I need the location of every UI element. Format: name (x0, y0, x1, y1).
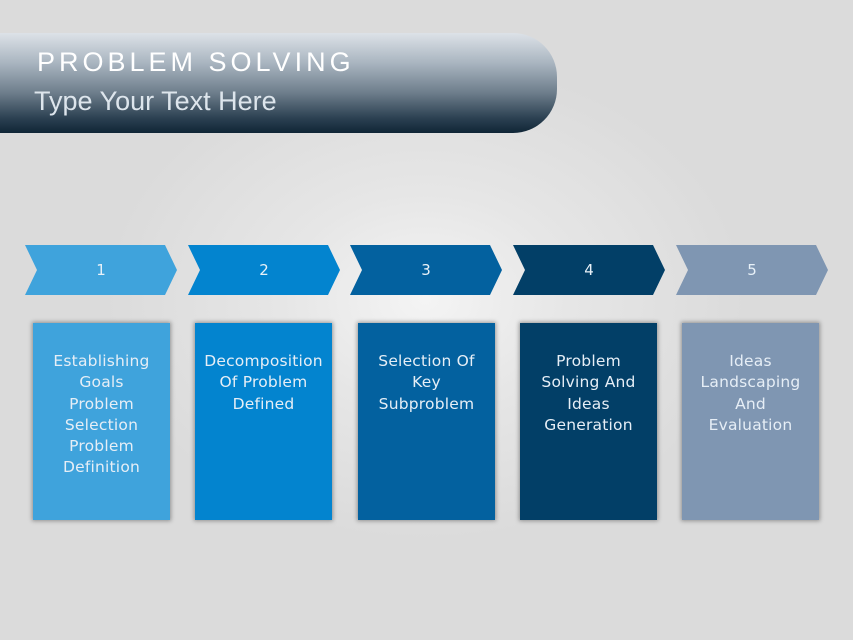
step-5-chevron: 5 (676, 245, 828, 295)
card-text-line: Establishing (53, 352, 150, 370)
card-text-line: Ideas (567, 394, 610, 413)
card-text-line: Key (412, 373, 441, 392)
step-2-chevron: 2 (188, 245, 340, 295)
card-text-line: Ideas (729, 352, 772, 370)
card-text-line: Solving And (541, 373, 636, 392)
step-number: 5 (747, 261, 757, 279)
card-text-line: Problem (69, 394, 134, 413)
title-banner (0, 33, 557, 133)
step-4-chevron: 4 (513, 245, 665, 295)
step-1-chevron: 1 (25, 245, 177, 295)
card-text-line: Generation (544, 415, 633, 434)
card-text-line: Decomposition (204, 352, 323, 370)
card-text-line: Of Problem (219, 373, 308, 392)
step-number: 2 (259, 261, 269, 279)
card-text-line: Landscaping (700, 373, 801, 392)
card-text-line: Evaluation (708, 415, 793, 434)
card-text-line: Selection (64, 415, 139, 434)
step-3-chevron: 3 (350, 245, 502, 295)
step-number: 3 (421, 261, 431, 279)
card-text-line: Defined (232, 394, 295, 413)
step-4-card: Problem Solving And Ideas Generation (520, 323, 657, 520)
card-text-line: Subproblem (378, 394, 475, 413)
card-text-line: Problem (556, 352, 621, 370)
step-number: 4 (584, 261, 594, 279)
slide-title: PROBLEM SOLVING (37, 47, 355, 77)
card-text-line: Definition (62, 458, 141, 477)
step-1-card: Establishing Goals Problem Selection Pro… (33, 323, 170, 520)
card-text-line: Selection Of (378, 352, 475, 370)
step-2-card: Decomposition Of Problem Defined (195, 323, 332, 520)
card-text-line: Problem (69, 437, 134, 456)
slide-subtitle: Type Your Text Here (34, 86, 277, 116)
card-text-line: Goals (79, 373, 124, 392)
step-3-card: Selection Of Key Subproblem (358, 323, 495, 520)
step-5-card: Ideas Landscaping And Evaluation (682, 323, 819, 520)
step-number: 1 (96, 261, 106, 279)
card-text-line: And (735, 394, 766, 413)
